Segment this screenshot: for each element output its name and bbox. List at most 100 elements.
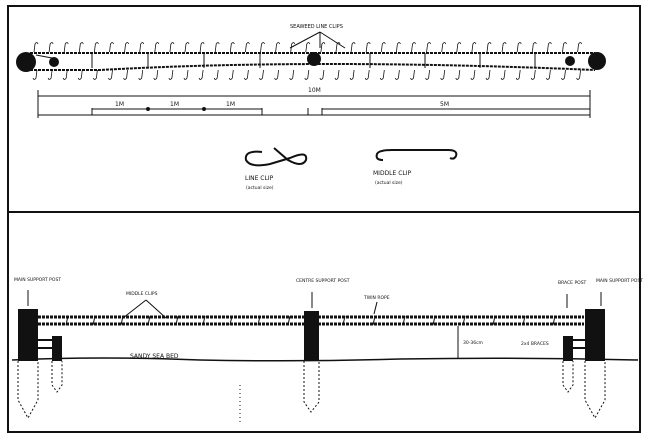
- seaweed-line-clip: [546, 69, 551, 80]
- seaweed-line-clip: [305, 42, 311, 53]
- buried-stake: [303, 361, 320, 413]
- clip-details: LINE CLIP (actual size) MIDDLE CLIP (act…: [244, 147, 458, 191]
- middle-clip-drawing: [375, 149, 458, 161]
- seaweed-line-clip: [123, 69, 128, 80]
- height-label: 30-36cm: [463, 340, 483, 346]
- dim-1m-label: 1M: [115, 101, 124, 108]
- seaweed-line-clip: [138, 69, 144, 80]
- seaweed-line-clip: [547, 42, 552, 53]
- seaweed-line-clip: [198, 69, 204, 80]
- seaweed-line-clip: [108, 69, 113, 80]
- seaweed-line-clip: [259, 69, 264, 80]
- seaweed-line-clip: [63, 42, 69, 53]
- seaweed-line-clip: [486, 42, 492, 53]
- seaweed-line-clip: [260, 42, 265, 53]
- dim-1m-label: 1M: [226, 101, 235, 108]
- seaweed-line-clip: [244, 69, 249, 80]
- seaweed-line-clip: [395, 69, 400, 80]
- seaweed-line-clip: [77, 69, 83, 80]
- outer-frame: [7, 5, 641, 433]
- centre-post: [307, 52, 321, 66]
- brace-post-left: [49, 57, 59, 67]
- middle-clip-label: MIDDLE CLIP: [373, 170, 412, 177]
- seaweed-line-clip: [183, 69, 189, 80]
- seaweed-line-clip: [199, 42, 205, 53]
- buried-stake: [17, 361, 39, 420]
- seaweed-line-clip: [214, 42, 220, 53]
- middle-clip: [202, 315, 206, 326]
- seaweed-line-clip: [410, 69, 415, 80]
- dim-dot: [202, 107, 206, 111]
- seaweed-line-clip: [62, 69, 68, 80]
- middle-clip: [462, 315, 466, 326]
- middle-clip: [147, 315, 151, 326]
- seaweed-line-clip: [515, 69, 521, 80]
- seaweed-line-clip: [562, 42, 567, 53]
- brace-post-right: [563, 336, 573, 361]
- seaweed-line-clip: [531, 42, 537, 53]
- dim-10m-label: 10M: [308, 87, 321, 94]
- side-view: SANDY SEA BED MAIN SUPPORT POST MIDDLE C…: [11, 277, 643, 425]
- middle-clip: [92, 315, 96, 326]
- main-support-post-left: [18, 309, 38, 361]
- middle-clip: [175, 315, 179, 326]
- sea-bed-label: SANDY SEA BED: [130, 353, 179, 360]
- seaweed-line-clip: [47, 69, 53, 80]
- seaweed-line-clip: [93, 69, 98, 80]
- seaweed-line-clip: [320, 42, 326, 53]
- middle-clip: [522, 315, 526, 326]
- seaweed-line-clip: [229, 42, 235, 53]
- brace-line: [35, 54, 53, 59]
- brace-post-label: BRACE POST: [558, 280, 587, 286]
- seaweed-line-clip: [425, 69, 430, 80]
- seaweed-line-clip: [319, 69, 325, 80]
- seaweed-line-clip: [470, 69, 476, 80]
- centre-support-post: [304, 311, 319, 361]
- seaweed-line-clip: [349, 69, 355, 80]
- seaweed-line-clip: [380, 42, 386, 53]
- seaweed-line-clip: [304, 69, 310, 80]
- middle-clip: [287, 315, 291, 326]
- middle-clips-label: MIDDLE CLIPS: [126, 291, 158, 297]
- seaweed-line-clip: [561, 69, 566, 80]
- dim-1m-label: 1M: [170, 101, 179, 108]
- seaweed-line-clip: [576, 69, 581, 80]
- main-support-post-right-label: MAIN SUPPORT POST: [596, 278, 643, 284]
- seaweed-line-clip: [411, 42, 416, 53]
- braces-label: 2x4 BRACES: [521, 341, 549, 347]
- seaweed-line-clip: [379, 69, 385, 80]
- middle-clip-note: (actual size): [375, 180, 403, 186]
- seaweed-line-clip: [440, 69, 446, 80]
- seaweed-line-clip: [289, 69, 295, 80]
- seaweed-line-clip: [530, 69, 536, 80]
- seaweed-line-clip: [228, 69, 234, 80]
- seaweed-line-clip: [335, 42, 341, 53]
- seaweed-line-clip: [154, 42, 160, 53]
- middle-clip: [120, 315, 124, 326]
- seaweed-line-clip: [78, 42, 84, 53]
- seaweed-line-clip: [245, 42, 250, 53]
- line-clip-drawing: [244, 147, 308, 167]
- main-support-post-right: [585, 309, 605, 361]
- middle-clip: [432, 315, 436, 326]
- seaweed-line-clip: [426, 42, 431, 53]
- line-clip-label: LINE CLIP: [245, 175, 274, 182]
- middle-clip: [372, 315, 376, 326]
- seaweed-line-clip: [168, 69, 174, 80]
- leader-lines: [289, 31, 346, 49]
- leader-arrow: [373, 301, 378, 315]
- buried-stake: [584, 361, 606, 420]
- leader-lines: [122, 299, 167, 319]
- middle-clip: [229, 315, 233, 326]
- brace-post-left: [52, 336, 62, 361]
- seaweed-line-clip: [350, 42, 356, 53]
- seaweed-line-clip: [500, 69, 506, 80]
- seaweed-line-clip: [32, 69, 38, 80]
- seaweed-line-clip: [33, 42, 39, 53]
- dim-dot: [146, 107, 150, 111]
- buried-stake: [562, 361, 574, 393]
- middle-clip: [257, 315, 261, 326]
- seaweed-line-clip: [455, 69, 461, 80]
- sea-bed-line: [11, 357, 639, 362]
